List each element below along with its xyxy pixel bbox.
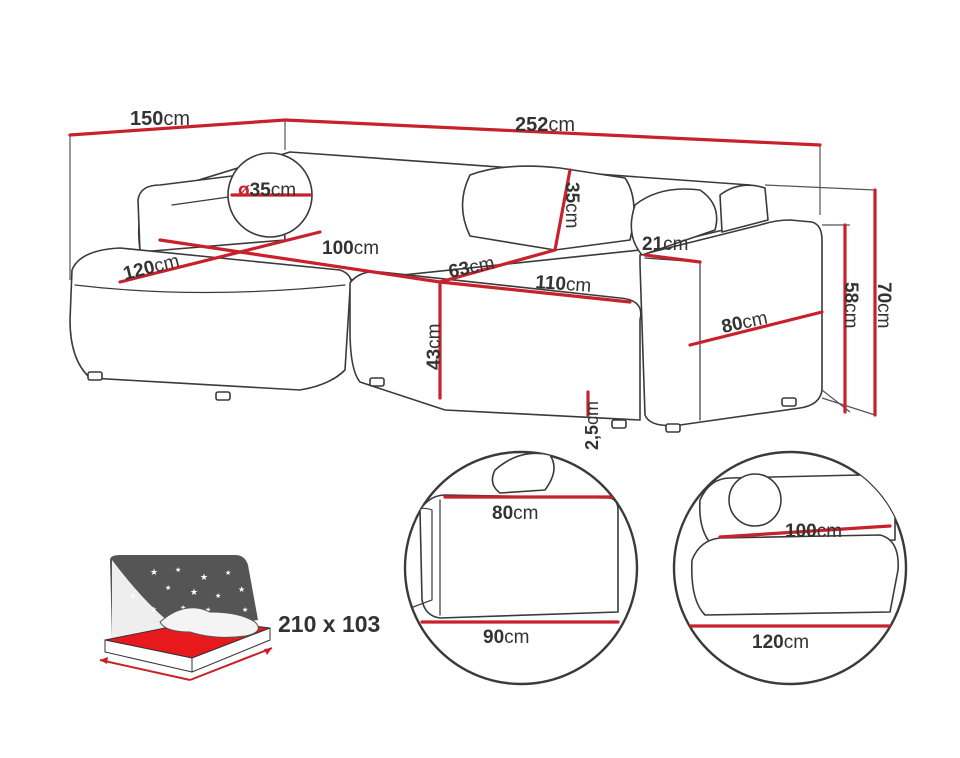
value-chaise-width: 150 [130, 108, 163, 130]
svg-text:★: ★ [215, 592, 221, 600]
bed-size-label: 210 x 103 [278, 611, 380, 637]
label-backrest-cushion: 35cm [561, 182, 582, 228]
svg-text:★: ★ [175, 566, 181, 574]
svg-text:★: ★ [150, 605, 157, 614]
detail-left-bottom-label: 90cm [483, 627, 529, 648]
svg-text:★: ★ [180, 604, 186, 612]
svg-text:★: ★ [200, 572, 208, 582]
svg-text:★: ★ [238, 585, 245, 594]
label-arm-height: 58cm [840, 282, 861, 328]
label-armrest-width: 21cm [642, 234, 688, 255]
sofa-outline [69, 151, 823, 433]
dimension-lines [68, 118, 877, 417]
svg-text:★: ★ [242, 606, 248, 614]
svg-text:★: ★ [205, 606, 211, 614]
label-chaise-width: 150cm [130, 108, 190, 130]
label-seat-height: 43cm [424, 324, 445, 370]
svg-text:★: ★ [165, 584, 171, 592]
dimension-labels: 150cm 252cm ø35cm 35cm 21cm 120cm 100cm … [121, 108, 894, 450]
label-leg-height: 2,5cm [582, 401, 602, 450]
detail-right-bottom-label: 120cm [752, 632, 809, 653]
detail-left: 80cm 90cm [403, 450, 639, 686]
detail-left-top-label: 80cm [492, 503, 538, 524]
stars: ★ ★ ★ ★ ★ ★ ★ ★ ★ ★ ★ ★ ★ [130, 566, 248, 614]
label-seat-depth: 63cm [447, 253, 497, 283]
label-chaise-inner: 100cm [322, 238, 379, 259]
svg-text:★: ★ [130, 592, 136, 600]
svg-text:★: ★ [225, 569, 231, 577]
svg-text:★: ★ [190, 587, 198, 597]
svg-text:★: ★ [150, 567, 158, 577]
label-total-height: 70cm [873, 282, 894, 328]
label-pillow-diameter: ø35cm [238, 180, 296, 201]
detail-right: 100cm 120cm [672, 450, 908, 686]
bed-function-icon: ★ ★ ★ ★ ★ ★ ★ ★ ★ ★ ★ ★ ★ 210 x 103 [99, 555, 380, 681]
detail-right-top-label: 100cm [785, 521, 842, 542]
label-total-width: 252cm [515, 114, 575, 136]
label-arm-depth: 80cm [720, 308, 770, 338]
label-seat-width: 110cm [535, 272, 592, 297]
